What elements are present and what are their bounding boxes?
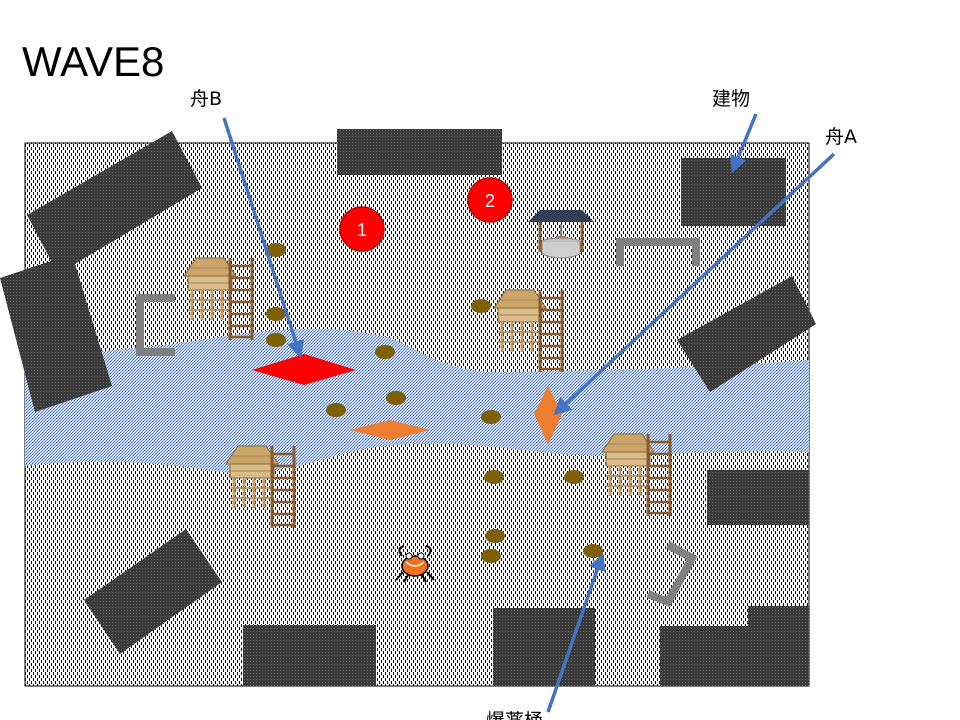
building-bottom-left-2 bbox=[243, 625, 376, 686]
label-barrel: 爆薬桶 bbox=[486, 710, 543, 720]
crab-player-icon bbox=[395, 545, 435, 583]
building-bottom-left bbox=[84, 529, 222, 654]
label-building: 建物 bbox=[712, 88, 751, 110]
barrel-icon bbox=[481, 549, 501, 563]
building-top-left bbox=[27, 131, 202, 274]
boat-b bbox=[252, 354, 356, 385]
barrel-icon bbox=[326, 403, 346, 417]
barrel-icon bbox=[471, 299, 491, 313]
label-boat-b: 舟B bbox=[190, 88, 223, 110]
wave-title: WAVE8 bbox=[22, 38, 165, 85]
arrow-building bbox=[730, 113, 758, 174]
bracket-bottom-right bbox=[646, 541, 698, 608]
barrel-icon bbox=[375, 345, 395, 359]
barrel-icon bbox=[481, 410, 501, 424]
building-right-upper bbox=[677, 276, 816, 392]
building-top-center bbox=[337, 129, 502, 175]
barrel-icon bbox=[583, 544, 603, 558]
bracket-left bbox=[136, 294, 175, 356]
barrel-icon bbox=[266, 307, 286, 321]
buildings bbox=[0, 129, 816, 686]
label-boat-a: 舟A bbox=[825, 126, 857, 148]
barrel-icon bbox=[386, 391, 406, 405]
building-bottom-right bbox=[660, 606, 809, 686]
barrel-icon bbox=[485, 529, 505, 543]
arrow-boat-a bbox=[553, 152, 836, 416]
marker-2: 2 bbox=[467, 177, 513, 223]
arrow-boat-b bbox=[222, 117, 305, 359]
building-left bbox=[0, 254, 112, 412]
well-icon bbox=[528, 210, 594, 259]
barrel-icon bbox=[266, 243, 286, 257]
barrel-icon bbox=[564, 470, 584, 484]
boat-orange-small bbox=[350, 420, 430, 440]
svg-text:2: 2 bbox=[485, 191, 495, 211]
brackets bbox=[136, 238, 700, 608]
arrow-barrel bbox=[546, 552, 606, 713]
bracket-top-right bbox=[616, 238, 700, 266]
building-right-middle bbox=[707, 470, 809, 525]
barrel-icon bbox=[484, 470, 504, 484]
svg-text:1: 1 bbox=[357, 220, 367, 240]
barrel-icon bbox=[266, 333, 286, 347]
marker-1: 1 bbox=[339, 206, 385, 252]
barrels bbox=[266, 243, 603, 563]
annotation-arrows bbox=[222, 113, 836, 713]
